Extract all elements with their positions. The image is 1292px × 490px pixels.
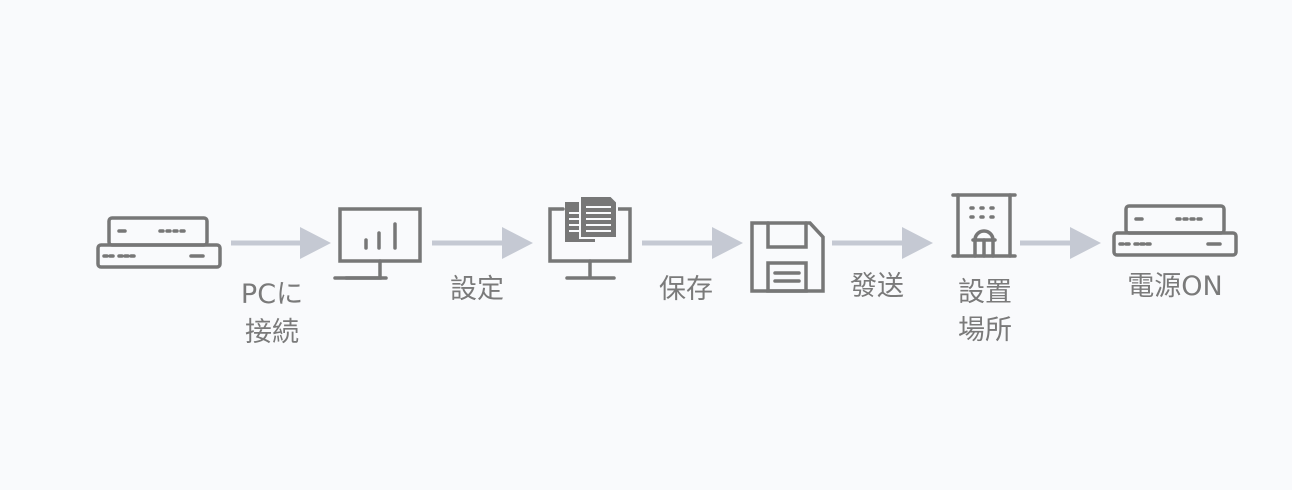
arrow-icon bbox=[832, 227, 933, 259]
label-power-on: 電源ON bbox=[1127, 271, 1223, 302]
label-line: 接続 bbox=[244, 317, 299, 348]
label-save: 保存 bbox=[659, 274, 713, 305]
floppy-disk-icon bbox=[750, 221, 825, 293]
documents-icon bbox=[565, 195, 618, 242]
building-icon bbox=[951, 193, 1017, 258]
arrow-icon bbox=[642, 227, 743, 259]
arrow-icon bbox=[1020, 227, 1101, 259]
label-location: 設置 場所 bbox=[958, 274, 1012, 350]
monitor-chart-icon bbox=[333, 207, 422, 280]
monitor-documents-icon bbox=[548, 207, 632, 280]
network-device-icon bbox=[1112, 204, 1238, 257]
arrow-icon bbox=[432, 227, 533, 259]
network-device-icon bbox=[96, 216, 222, 269]
arrow-icon bbox=[231, 227, 331, 259]
label-configure: 設定 bbox=[450, 274, 504, 305]
label-line: PCに bbox=[240, 279, 304, 310]
label-send: 發送 bbox=[850, 271, 904, 302]
label-line: 場所 bbox=[958, 315, 1012, 346]
label-line: 設置 bbox=[958, 277, 1012, 308]
label-connect-pc: PCに 接続 bbox=[241, 276, 303, 352]
